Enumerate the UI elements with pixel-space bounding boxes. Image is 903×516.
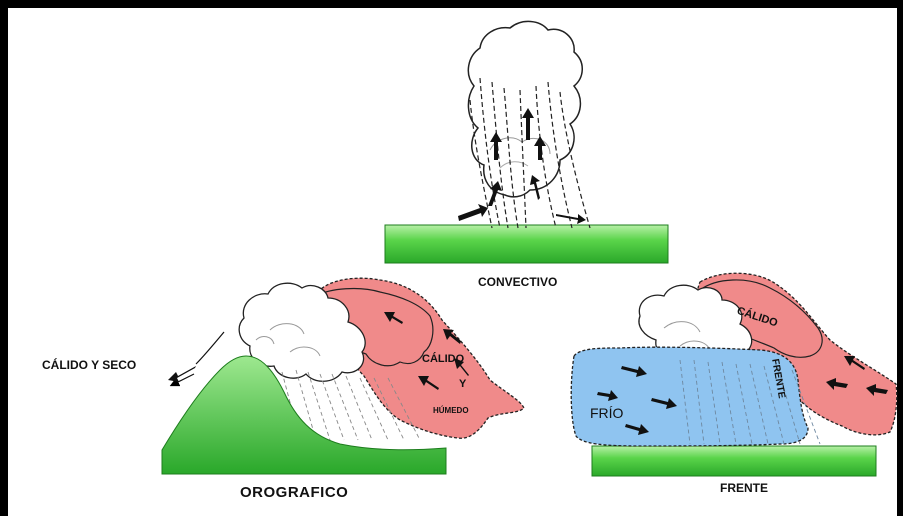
front-panel bbox=[571, 273, 897, 476]
label-orografico: OROGRAFICO bbox=[240, 484, 348, 501]
label-frio: FRÍO bbox=[590, 405, 623, 421]
front-ground bbox=[592, 446, 876, 476]
convective-cloud bbox=[468, 21, 582, 196]
convective-ground bbox=[385, 225, 668, 263]
orographic-panel bbox=[162, 278, 524, 474]
label-frente: FRENTE bbox=[720, 481, 768, 495]
label-humedo: HÚMEDO bbox=[433, 406, 469, 415]
label-y: Y bbox=[459, 378, 466, 390]
convective-panel bbox=[385, 21, 668, 263]
label-calido-humid: CÁLIDO bbox=[422, 353, 464, 365]
label-convectivo: CONVECTIVO bbox=[478, 275, 557, 289]
label-calido-seco: CÁLIDO Y SECO bbox=[42, 358, 136, 372]
